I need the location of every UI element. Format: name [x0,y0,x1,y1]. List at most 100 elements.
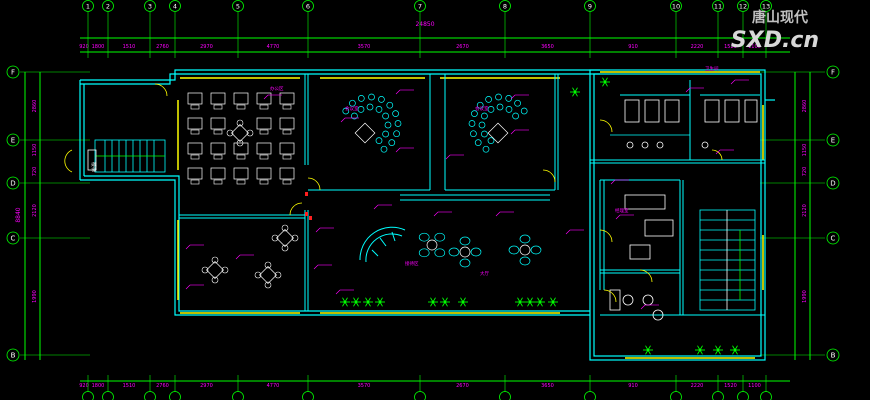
axis-number-top: 1 [86,3,90,11]
chair [271,234,279,242]
axis-bubble-left [6,231,20,245]
left-dimension-row [24,72,41,360]
axis-bubble-top [584,0,596,12]
lobby-chair [530,245,542,255]
lobby-table [519,244,531,256]
lobby-table-group [418,232,542,268]
axis-number-top: 12 [739,3,747,11]
bottom-dimension-value: 910 [628,383,638,389]
axis-number-top: 9 [588,3,592,11]
annotation-tick [610,179,616,185]
right-dimension-value: 720 [802,167,808,177]
annotation-tick [510,94,516,100]
annotation-tick [615,214,621,220]
axis-bubble-right [826,65,840,79]
axis-bubble-bottom [760,391,772,400]
axis-letter-left: B [11,352,16,360]
square-table [276,229,294,247]
axis-bubble-left [6,65,20,79]
chair [201,266,209,274]
annotation-marks [185,79,749,310]
office-desk [210,167,226,180]
meeting-chair [485,96,492,103]
axis-letter-left: C [11,235,16,243]
axis-number-top: 11 [714,3,722,11]
annotation-tick [495,211,501,217]
axis-letter-left: E [11,137,15,145]
meeting-chair [349,99,356,107]
annotation-tick [185,284,191,290]
office-label: 办公区 [270,85,284,92]
right-dimension-value: 2120 [802,204,808,217]
meeting-chair [512,112,519,120]
axis-bubble-bottom [584,391,596,400]
chair [211,256,219,264]
axis-bubble-top [82,0,94,12]
meeting-chair [474,139,482,146]
meeting-chair [375,106,383,113]
meeting-chair [394,120,402,127]
left-dimension-value: 2860 [32,100,38,113]
room-labels: 办公区 会议室 会议室 大厅 卫生间 经理室 接待区 [270,65,719,277]
annotation-tick [433,211,439,217]
axis-bubble-bottom [670,391,682,400]
right-dimension-value: 1990 [802,290,808,303]
axis-bubble-top [414,0,426,12]
top-dimension-value: 2220 [691,44,704,50]
office-desk [256,167,272,180]
right-dimension-value: 2860 [802,100,808,113]
doors [64,83,723,303]
meeting-b-label: 会议室 [475,105,489,112]
top-dimension-value: 3570 [358,44,371,50]
meeting-chair [366,103,374,111]
annotation-tick [510,129,516,135]
annotation-tick [315,227,321,233]
manager-label: 经理室 [615,207,629,214]
meeting-chair [470,130,477,138]
reception-label: 接待区 [405,260,419,267]
office-chair [282,129,292,135]
bottom-dimension-value: 2760 [156,383,169,389]
axis-bubble-right [826,348,840,362]
lobby-label: 大厅 [480,270,489,277]
bottom-dimension-value: 3570 [358,383,371,389]
axis-bubble-bottom [499,391,511,400]
office-desk [279,142,295,155]
lobby-chair [508,245,520,255]
inner-walls [179,74,765,316]
axis-bubble-right [826,133,840,147]
annotation-tick [565,229,571,235]
office-chair [190,104,200,110]
axis-letter-right: D [830,180,835,188]
office-desk [187,117,203,130]
bottom-dimension-value: 920 [79,383,89,389]
top-dimension-value: 2970 [200,44,213,50]
chair [264,281,272,289]
annotation-tick [715,149,721,155]
top-dimension-value: 2760 [156,44,169,50]
office-chair [282,104,292,110]
axis-bubble-bottom [232,391,244,400]
meeting-chair [386,101,394,109]
office-desk [256,117,272,130]
plant-icon [363,297,373,307]
plant-icon [548,297,558,307]
chair [281,224,289,232]
axis-bubble-bottom [712,391,724,400]
lobby-chair [459,258,471,268]
plant-icon [458,297,468,307]
meeting-chair [388,139,396,146]
plant-icon [440,297,450,307]
office-chair [236,104,246,110]
meeting-chair [482,145,490,153]
annotation-tick [263,94,269,100]
meeting-chair [392,110,399,117]
office-chair [236,179,246,185]
office-chair [282,179,292,185]
office-desk [233,167,249,180]
lobby-chair [448,247,460,257]
axis-letter-left: D [10,180,15,188]
